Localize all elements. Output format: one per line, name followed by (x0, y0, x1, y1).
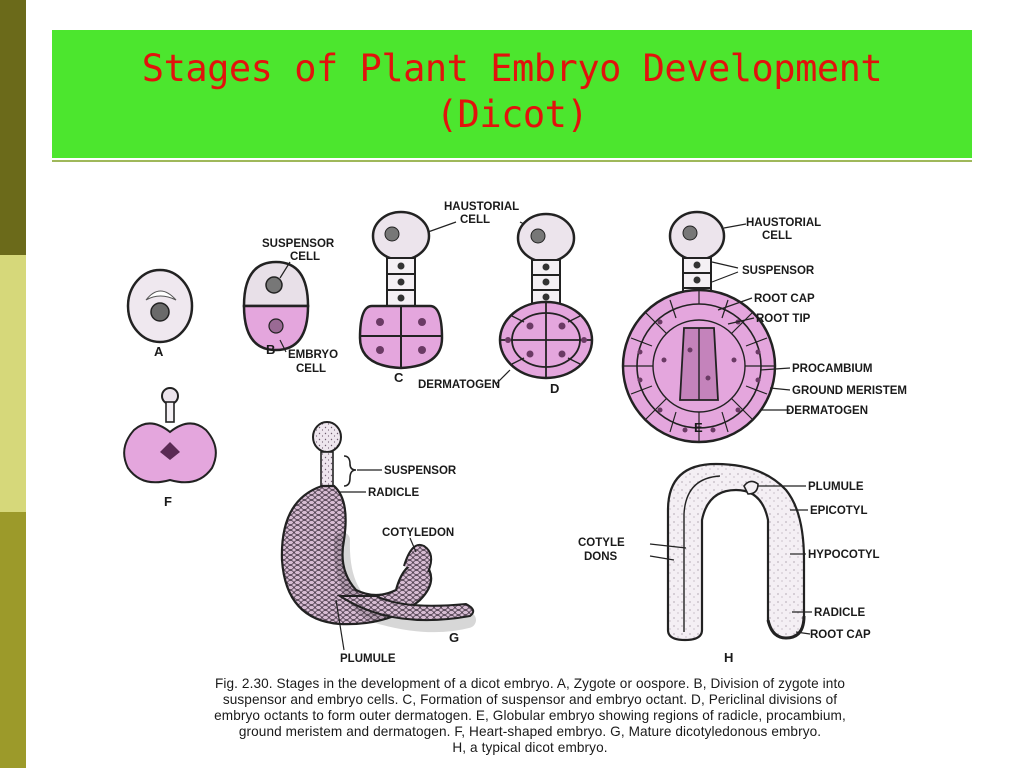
stage-a-zygote (126, 268, 194, 344)
figure-caption: Fig. 2.30. Stages in the development of … (40, 676, 1020, 756)
pointer-haustorial-cell-c (427, 221, 457, 233)
label-haustorial-cell-top: HAUSTORIAL (444, 201, 519, 213)
label-e-root-cap: ROOT CAP (754, 293, 815, 305)
label-h-cotyledons-top: COTYLE (578, 537, 625, 549)
stage-letter-e: E (694, 420, 703, 435)
sidebar-band-bottom (0, 512, 26, 768)
slide-title-line-2: (Dicot) (435, 93, 589, 136)
slide-title: Stages of Plant Embryo Development (Dico… (52, 46, 972, 138)
label-g-suspensor: SUSPENSOR (384, 465, 457, 477)
stage-letter-d: D (550, 381, 559, 396)
caption-line: embryo octants to form outer dermatogen.… (214, 708, 846, 723)
pointer-dermatogen-d (495, 369, 511, 385)
label-suspensor-cell-top: SUSPENSOR (262, 238, 335, 250)
label-h-hypocotyl: HYPOCOTYL (808, 549, 880, 561)
stage-b-two-cell (242, 260, 310, 352)
label-g-radicle: RADICLE (368, 487, 419, 499)
stage-letter-b: B (266, 342, 275, 357)
label-suspensor-cell-bottom: CELL (290, 251, 320, 263)
slide-title-line-1: Stages of Plant Embryo Development (141, 47, 883, 90)
caption-line: ground meristem and dermatogen. F, Heart… (238, 724, 822, 739)
pointer-embryo-cell (279, 339, 287, 353)
title-divider (52, 160, 972, 162)
stage-letter-c: C (394, 370, 404, 385)
stage-letter-h: H (724, 650, 733, 665)
label-g-plumule: PLUMULE (340, 653, 396, 665)
label-e-ground-meristem: GROUND MERISTEM (792, 385, 907, 397)
pointer-suspensor-cell (279, 261, 291, 279)
stage-e-pointers (711, 223, 791, 411)
stage-letter-f: F (164, 494, 172, 509)
label-haustorial-cell-bottom: CELL (460, 214, 490, 226)
stage-h-pointers (649, 485, 812, 635)
caption-line: suspensor and embryo cells. C, Formation… (222, 692, 838, 707)
label-h-radicle: RADICLE (814, 607, 865, 619)
stage-d-globular (498, 212, 594, 380)
bracket-g-suspensor (343, 455, 357, 487)
label-e-procambium: PROCAMBIUM (792, 363, 873, 375)
stage-g-mature-embryo (280, 421, 476, 633)
label-embryo-cell-bottom: CELL (296, 363, 326, 375)
label-embryo-cell-top: EMBRYO (288, 349, 338, 361)
label-h-epicotyl: EPICOTYL (810, 505, 868, 517)
label-e-suspensor: SUSPENSOR (742, 265, 815, 277)
sidebar-band-middle (0, 255, 26, 512)
stage-letter-g: G (449, 630, 459, 645)
label-e-dermatogen: DERMATOGEN (786, 405, 868, 417)
label-h-root-cap: ROOT CAP (810, 629, 871, 641)
stage-letter-a: A (154, 344, 164, 359)
sidebar-band-top (0, 0, 26, 255)
stage-f-heart-shaped (123, 387, 217, 484)
pointer-g-plumule (335, 599, 345, 651)
label-e-haustorial-bottom: CELL (762, 230, 792, 242)
label-e-haustorial-top: HAUSTORIAL (746, 217, 821, 229)
label-h-plumule: PLUMULE (808, 481, 864, 493)
caption-line: Fig. 2.30. Stages in the development of … (214, 676, 845, 691)
caption-line: H, a typical dicot embryo. (452, 740, 608, 755)
stage-h-typical-dicot-embryo (666, 462, 806, 642)
label-dermatogen-d: DERMATOGEN (418, 379, 500, 391)
pointer-g-cotyledon (409, 537, 417, 553)
label-e-root-tip: ROOT TIP (756, 313, 811, 325)
label-g-cotyledon: COTYLEDON (382, 527, 454, 539)
stage-e-globular-embryo (621, 210, 777, 444)
label-h-cotyledons-bottom: DONS (584, 551, 618, 563)
stage-c-octant (358, 210, 444, 370)
title-banner (52, 30, 972, 158)
